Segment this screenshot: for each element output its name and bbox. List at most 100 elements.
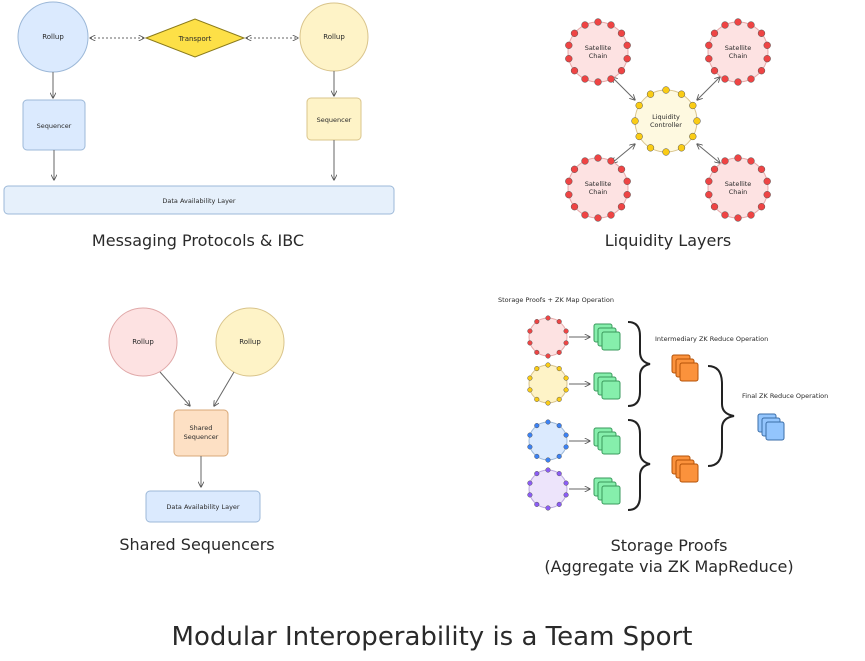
source-chain-node bbox=[527, 315, 569, 359]
da-layer-bar bbox=[3, 185, 395, 215]
node-dot bbox=[662, 148, 670, 156]
node-dot bbox=[534, 453, 540, 459]
storage-proofs-section: Storage Proofs + ZK Map Operation bbox=[498, 296, 828, 576]
node-dot bbox=[563, 340, 569, 346]
node-dot bbox=[556, 501, 562, 507]
node-dot bbox=[763, 41, 771, 49]
sequencer-label-right: Sequencer bbox=[317, 116, 352, 124]
node-dot bbox=[545, 467, 551, 473]
node-dot bbox=[631, 117, 639, 125]
node-dot bbox=[763, 191, 771, 199]
node-dot bbox=[563, 480, 569, 486]
node-dot bbox=[527, 480, 533, 486]
da-layer-label: Data Availability Layer bbox=[166, 503, 240, 511]
node-dot bbox=[763, 55, 771, 63]
transport-label: Transport bbox=[178, 35, 212, 43]
shared-sequencers-section: Rollup Rollup Shared Sequencer Data Avai… bbox=[108, 307, 285, 554]
node-dot bbox=[565, 41, 573, 49]
node-dot bbox=[705, 191, 713, 199]
node-dot bbox=[527, 492, 533, 498]
node-dot bbox=[534, 396, 540, 402]
storage-caption-line2: (Aggregate via ZK MapReduce) bbox=[544, 557, 793, 576]
node-dot bbox=[594, 154, 602, 162]
node-dot bbox=[689, 101, 697, 110]
rollup-label-left: Rollup bbox=[42, 33, 64, 41]
liquidity-section: Satellite Chain Satellite Chain Satellit… bbox=[565, 18, 771, 250]
node-dot bbox=[565, 177, 573, 185]
satellite-chain-label: Chain bbox=[729, 188, 748, 196]
node-dot bbox=[556, 396, 562, 402]
node-dot bbox=[623, 41, 631, 49]
node-dot bbox=[534, 366, 540, 372]
node-dot bbox=[635, 101, 643, 110]
node-dot bbox=[563, 375, 569, 381]
node-dot bbox=[556, 471, 562, 477]
node-dot bbox=[563, 387, 569, 393]
satellite-chain-label: Satellite bbox=[725, 180, 752, 188]
node-dot bbox=[570, 29, 579, 37]
rollup-label-right: Rollup bbox=[239, 338, 261, 346]
node-dot bbox=[617, 67, 626, 75]
node-dot bbox=[570, 67, 579, 75]
node-dot bbox=[527, 328, 533, 334]
node-dot bbox=[721, 211, 729, 219]
node-dot bbox=[747, 21, 755, 29]
map-operation-label: Storage Proofs + ZK Map Operation bbox=[498, 296, 614, 304]
node-dot bbox=[581, 211, 589, 219]
node-dot bbox=[623, 177, 631, 185]
reduce-brace-lower bbox=[627, 419, 651, 511]
node-dot bbox=[527, 387, 533, 393]
rollup-shared-arrow-right bbox=[214, 371, 235, 406]
node-dot bbox=[734, 214, 742, 222]
node-dot bbox=[646, 144, 655, 152]
node-dot bbox=[570, 203, 579, 211]
node-dot bbox=[763, 177, 771, 185]
node-dot bbox=[710, 29, 719, 37]
node-dot bbox=[527, 444, 533, 450]
node-dot bbox=[607, 157, 615, 165]
node-dot bbox=[534, 349, 540, 355]
node-dot bbox=[689, 132, 697, 141]
node-dot bbox=[563, 328, 569, 334]
node-dot bbox=[545, 315, 551, 321]
da-layer-box bbox=[145, 490, 261, 523]
node-dot bbox=[556, 423, 562, 429]
node-dot bbox=[563, 492, 569, 498]
rollup-shared-arrow-left bbox=[159, 371, 190, 406]
proof-stack-green bbox=[593, 372, 621, 400]
node-dot bbox=[534, 471, 540, 477]
node-dot bbox=[545, 362, 551, 368]
controller-link-tl bbox=[612, 77, 635, 100]
rollup-label-left: Rollup bbox=[132, 338, 154, 346]
node-dot bbox=[534, 423, 540, 429]
controller-link-bl bbox=[612, 144, 635, 163]
satellite-chain-top-left: Satellite Chain bbox=[565, 18, 631, 86]
satellite-chain-label: Chain bbox=[729, 52, 748, 60]
da-layer-label: Data Availability Layer bbox=[162, 197, 236, 205]
node-dot bbox=[570, 165, 579, 173]
node-dot bbox=[747, 157, 755, 165]
proof-stack-green bbox=[593, 323, 621, 351]
storage-caption-line1: Storage Proofs bbox=[611, 536, 728, 555]
node-dot bbox=[556, 453, 562, 459]
controller-label: Controller bbox=[650, 121, 682, 129]
node-dot bbox=[581, 157, 589, 165]
controller-label: Liquidity bbox=[652, 113, 680, 121]
node-dot bbox=[563, 444, 569, 450]
node-dot bbox=[677, 144, 686, 152]
source-chain-node bbox=[527, 467, 569, 511]
rollup-node-left bbox=[108, 307, 178, 377]
reduce-brace-upper bbox=[627, 321, 651, 407]
node-dot bbox=[545, 457, 551, 463]
node-dot bbox=[747, 75, 755, 83]
node-dot bbox=[617, 29, 626, 37]
node-dot bbox=[607, 75, 615, 83]
satellite-chain-label: Satellite bbox=[585, 44, 612, 52]
node-dot bbox=[534, 319, 540, 325]
node-dot bbox=[581, 75, 589, 83]
proof-stack-green bbox=[593, 477, 621, 505]
proof-stack-orange bbox=[671, 354, 699, 382]
node-dot bbox=[527, 432, 533, 438]
node-dot bbox=[734, 78, 742, 86]
